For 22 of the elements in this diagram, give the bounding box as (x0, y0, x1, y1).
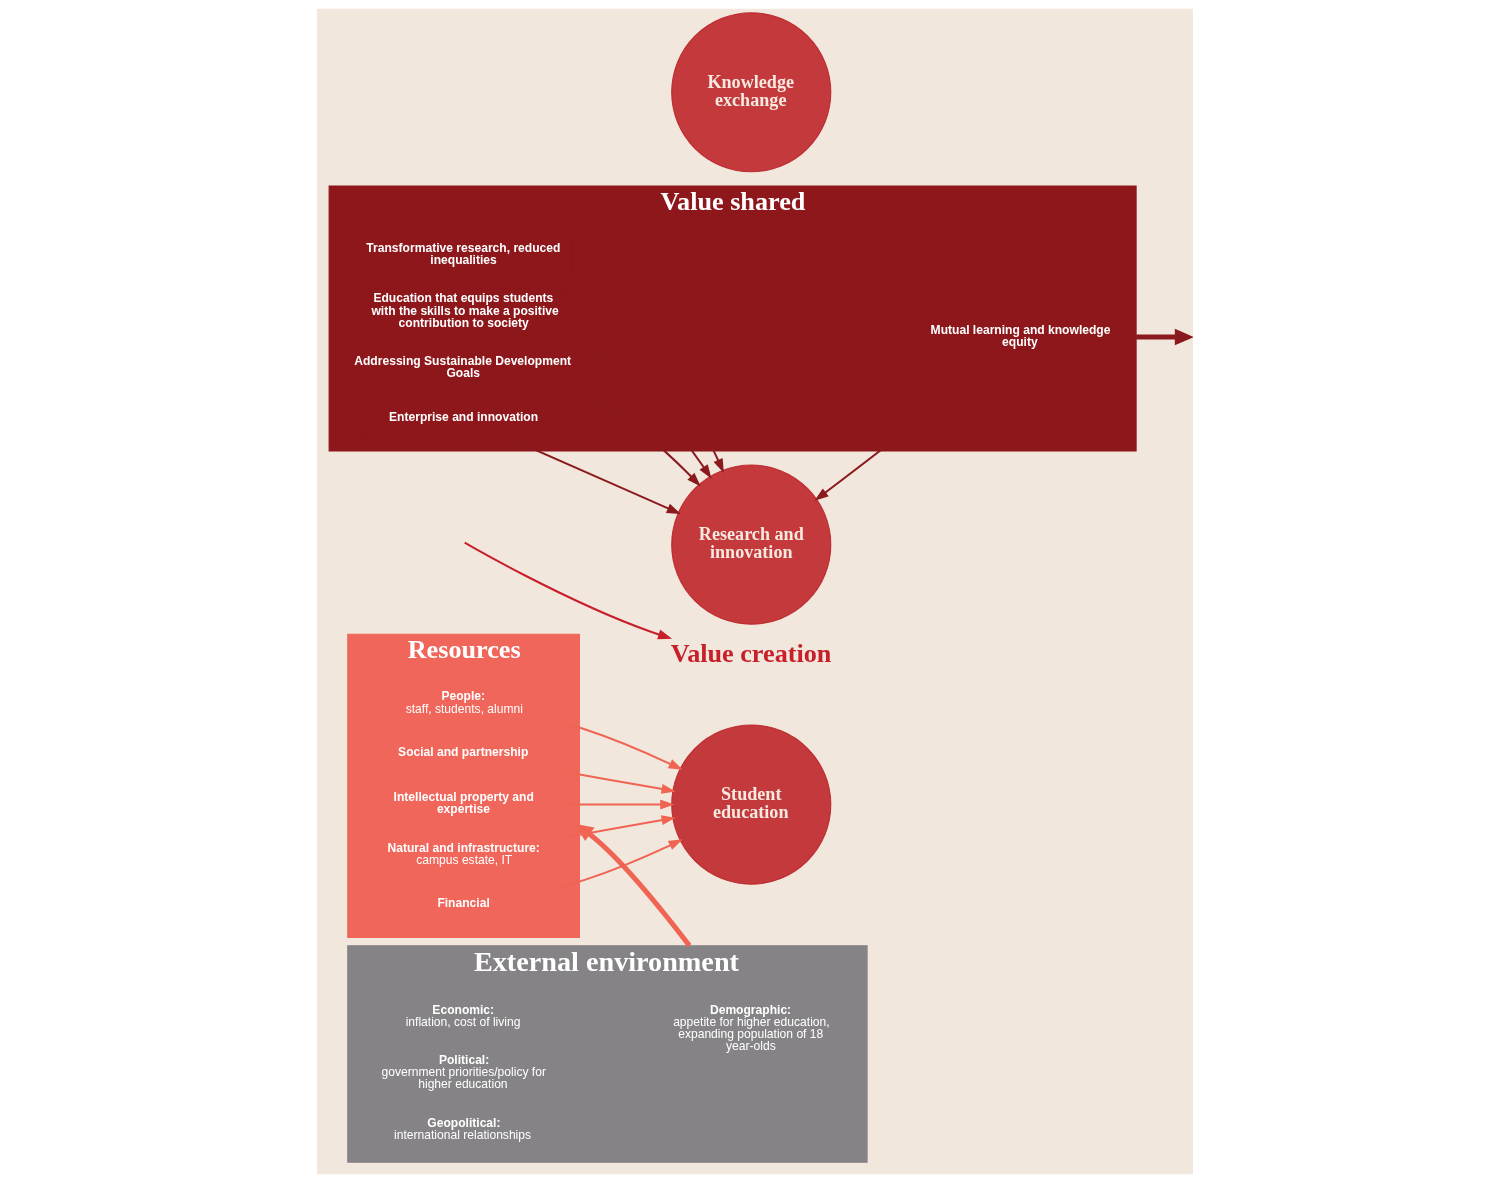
node-text: Social and partnership (398, 745, 529, 760)
node-text: Natural and infrastructure: campus estate, IT (387, 840, 540, 867)
node-text: Geopolitical: international relationships (394, 1115, 532, 1142)
arrow (565, 799, 675, 810)
node-text: Political: government priorities/policy for higher education (381, 1053, 546, 1092)
arrow (574, 823, 692, 948)
node-text: Demographic: appetite for higher education, expanding population of 18 year-olds (673, 1002, 830, 1054)
node-text: People: staff, students, alumni (405, 689, 523, 716)
node-text: Enterprise and innovation (389, 409, 539, 424)
node-text: Mutual learning and knowledge equity (930, 322, 1111, 349)
node-circle: Student education (671, 724, 832, 885)
node-text: Value creation (670, 638, 832, 668)
node-text: Education that equips students with the skills to make a positive contribution to society (371, 291, 559, 330)
arrow (565, 771, 676, 794)
node-text: Intellectual property and expertise (393, 790, 534, 817)
node-text: Addressing Sustainable Development Goals (354, 353, 572, 380)
node-text: Financial (437, 896, 490, 911)
node-text: Economic: inflation, cost of living (405, 1002, 521, 1029)
arrow (464, 541, 673, 640)
node-text: Transformative research, reduced inequalities (366, 241, 561, 268)
node-circle: Knowledge exchange (671, 12, 832, 173)
arrow (565, 815, 676, 839)
